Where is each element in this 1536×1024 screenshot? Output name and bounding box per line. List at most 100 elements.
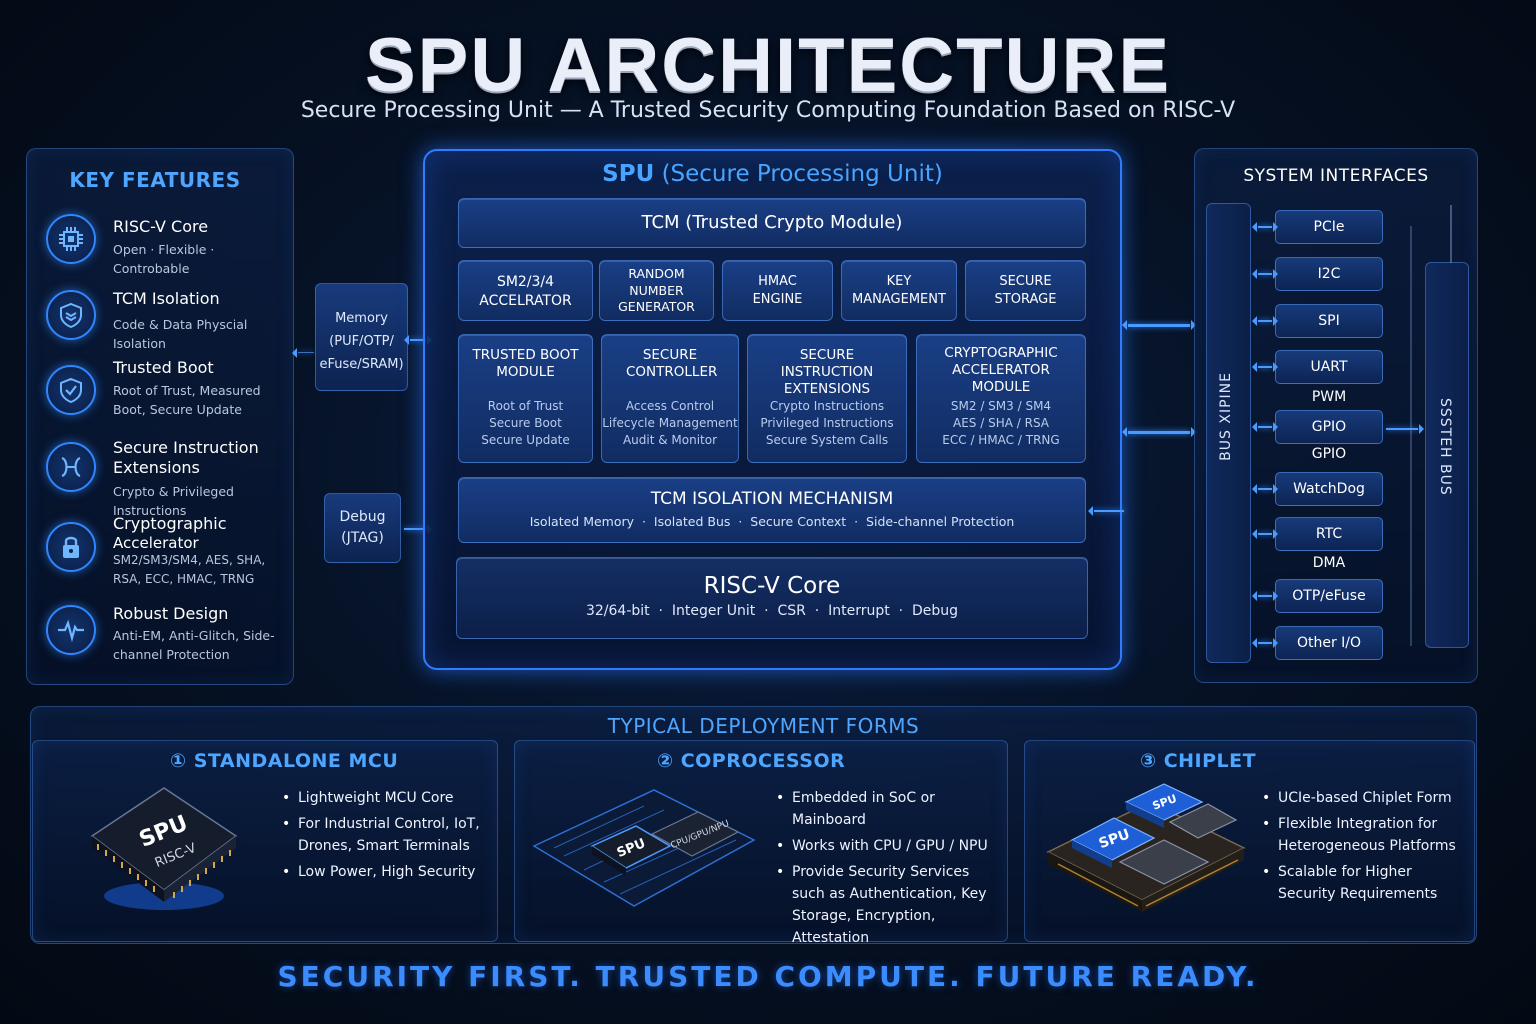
interface-otp-efuse: OTP/eFuse [1275, 579, 1383, 613]
module-line: Secure Update [481, 433, 570, 447]
memory-feature-arrow [292, 348, 314, 358]
key-features-title: KEY FEATURES [69, 168, 241, 192]
core-items: 32/64-bit · Integer Unit · CSR · Interru… [585, 603, 959, 619]
form-title: ③ CHIPLET [1140, 750, 1257, 772]
spu-title-rest: (Secure Processing Unit) [661, 161, 943, 187]
mcu-chip-illustration: SPU RISC-V [90, 787, 238, 910]
chiplet-illustration: SPU SPU [1046, 783, 1246, 912]
interface-pcie: PCIe [1275, 210, 1383, 244]
system-interfaces-title: SYSTEM INTERFACES [1243, 166, 1429, 186]
form-title: ② COPROCESSOR [657, 750, 846, 772]
coprocessor-bullets: Embedded in SoC or Mainboard Works with … [774, 787, 1000, 953]
right-bus-bar [1425, 262, 1469, 648]
engine-label: RANDOM NUMBER GENERATOR [618, 266, 695, 314]
left-bus-label: BUS XIPINE [1218, 372, 1234, 461]
chiplet-bullets: UCIe-based Chiplet Form Flexible Integra… [1260, 787, 1466, 909]
bullet-item: Provide Security Services such as Authen… [774, 861, 1000, 949]
engine-hmac: HMAC ENGINE [722, 260, 833, 321]
bus-connector-line [1450, 205, 1452, 263]
module-trusted-boot: TRUSTED BOOT MODULE Root of Trust Secure… [458, 334, 593, 463]
module-line: Secure Boot [489, 416, 562, 430]
module-line: Secure System Calls [765, 433, 889, 447]
module-line: Crypto Instructions [769, 399, 885, 413]
engine-label: KEY MANAGEMENT [852, 274, 946, 307]
interface-gpio: GPIO [1275, 410, 1383, 444]
feature-name: Secure Instruction Extensions [113, 438, 259, 477]
interface-spi: SPI [1275, 304, 1383, 338]
interface-arrow [1252, 638, 1278, 648]
core-title: RISC-V Core [703, 573, 841, 599]
chip-icon [46, 214, 96, 264]
interface-arrow [1252, 484, 1278, 494]
form-title: ① STANDALONE MCU [170, 750, 399, 772]
mcu-bullets: Lightweight MCU Core For Industrial Cont… [280, 787, 480, 887]
right-bus-label: SSSTEH BUS [1437, 398, 1453, 496]
interface-other-io: Other I/O [1275, 626, 1383, 660]
module-line: SM2 / SM3 / SM4 [950, 399, 1052, 413]
tcm-isolation-block: TCM ISOLATION MECHANISM Isolated Memory … [458, 477, 1086, 543]
lock-icon [46, 522, 96, 572]
deployment-title: TYPICAL DEPLOYMENT FORMS [607, 714, 920, 738]
bullet-item: Low Power, High Security [280, 861, 480, 883]
feature-desc: Anti-EM, Anti-Glitch, Side-channel Prote… [113, 628, 275, 662]
module-title: SECURE INSTRUCTION EXTENSIONS [780, 347, 874, 397]
layers-shield-icon [46, 290, 96, 340]
debug-block [324, 493, 401, 563]
module-line: Lifecycle Management [602, 416, 738, 430]
interface-right-lines [1386, 226, 1412, 646]
bullet-item: For Industrial Control, IoT, Drones, Sma… [280, 813, 480, 857]
spu-bus-arrow [1122, 427, 1196, 437]
interface-uart: UART [1275, 350, 1383, 384]
riscv-core-block: RISC-V Core 32/64-bit · Integer Unit · C… [456, 557, 1088, 639]
interface-arrow [1252, 422, 1278, 432]
bullet-item: UCIe-based Chiplet Form [1260, 787, 1466, 809]
module-crypto-accelerator: CRYPTOGRAPHIC ACCELERATOR MODULE SM2 / S… [916, 334, 1086, 463]
footer-tagline: SECURITY FIRST. TRUSTED COMPUTE. FUTURE … [277, 960, 1259, 993]
module-line: AES / SHA / RSA [953, 416, 1049, 430]
engine-secure-storage: SECURE STORAGE [965, 260, 1086, 321]
feature-name: TCM Isolation [113, 289, 220, 308]
bullet-item: Flexible Integration for Heterogeneous P… [1260, 813, 1466, 857]
feature-name: Trusted Boot [113, 358, 214, 377]
engine-key-mgmt: KEY MANAGEMENT [841, 260, 957, 321]
interface-dma: DMA [1312, 555, 1346, 571]
interface-arrow [1252, 269, 1278, 279]
module-line: Root of Trust [487, 399, 564, 413]
interface-rtc: RTC [1275, 517, 1383, 551]
shield-check-icon [46, 365, 96, 415]
feature-desc: Crypto & Privileged Instructions [113, 484, 234, 518]
bullet-item: Scalable for Higher Security Requirement… [1260, 861, 1466, 905]
module-line: Audit & Monitor [622, 433, 718, 447]
spu-title-strong: SPU [602, 161, 655, 187]
feature-name: Robust Design [113, 604, 229, 623]
module-title: SECURE CONTROLLER [626, 347, 718, 380]
isolation-items: Isolated Memory · Isolated Bus · Secure … [529, 514, 1015, 529]
module-secure-controller: SECURE CONTROLLER Access Control Lifecyc… [601, 334, 739, 463]
bullet-item: Embedded in SoC or Mainboard [774, 787, 1000, 831]
spu-bus-arrow [1122, 320, 1196, 330]
page-title: SPU ARCHITECTURE [364, 23, 1172, 108]
memory-block [315, 283, 408, 391]
feature-desc: Open · Flexible · Controbable [113, 242, 215, 276]
engine-sm234: SM2/3/4 ACCELRATOR [458, 260, 593, 321]
debug-label: Debug (JTAG) [339, 509, 386, 546]
instruction-icon [46, 442, 96, 492]
spu-title: SPU (Secure Processing Unit) [423, 161, 1122, 187]
engine-label: SM2/3/4 ACCELRATOR [479, 274, 572, 309]
memory-label: Memory (PUF/OTP/ eFuse/SRAM) [319, 311, 404, 372]
feature-name: Cryptographic [113, 514, 227, 533]
feature-desc: SM2/SM3/SM4, AES, SHA, RSA, ECC, HMAC, T… [113, 553, 266, 586]
module-line: Access Control [625, 399, 715, 413]
interface-pwm: PWM [1311, 389, 1347, 405]
coprocessor-board-illustration: SPU CPU/GPU/NPU [532, 789, 756, 907]
left-bus-bar [1206, 203, 1251, 663]
module-title: TRUSTED BOOT MODULE [472, 347, 579, 380]
interface-arrow [1252, 362, 1278, 372]
interface-watchdog: WatchDog [1275, 472, 1383, 506]
interface-arrow [1252, 529, 1278, 539]
interface-arrow [1252, 222, 1278, 232]
tcm-title: TCM (Trusted Crypto Module) [641, 212, 903, 233]
feature-desc: Root of Trust, Measured Boot, Secure Upd… [113, 383, 261, 417]
feature-desc: Code & Data Physcial Isolation [113, 317, 248, 351]
interface-i2c: I2C [1275, 257, 1383, 291]
